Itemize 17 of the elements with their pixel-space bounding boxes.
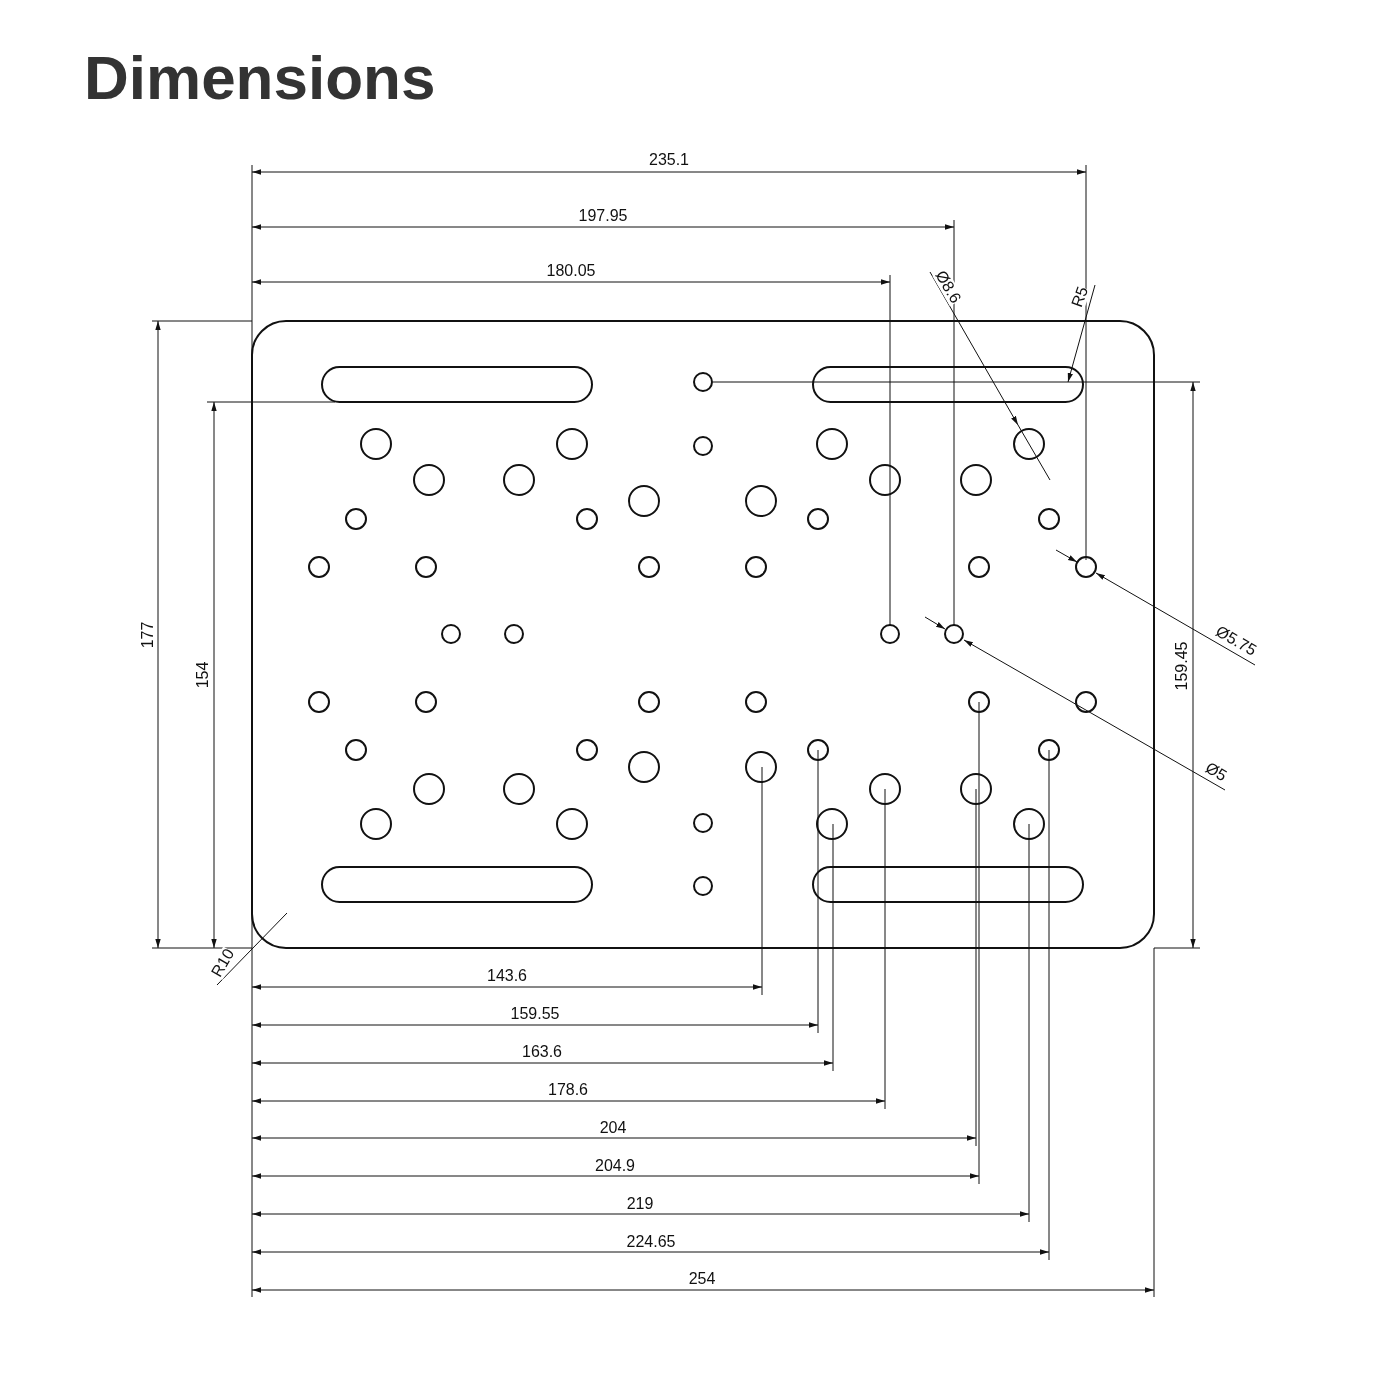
dimension-label: 180.05 — [546, 263, 596, 279]
dimension-label: 219 — [626, 1196, 654, 1212]
dimension-label: 143.6 — [487, 968, 527, 984]
dimension-label: 178.6 — [548, 1082, 588, 1098]
dimension-label: 235.1 — [649, 152, 689, 168]
dimension-label: 154 — [195, 661, 211, 689]
dimension-label: 159.55 — [510, 1006, 560, 1022]
title: Dimensions — [84, 44, 436, 113]
dimension-label: 204 — [599, 1120, 627, 1136]
dimension-label: 254 — [688, 1271, 716, 1287]
dimension-label: 204.9 — [595, 1158, 635, 1174]
dimension-label: R5 — [1069, 284, 1091, 310]
dimension-label: 224.65 — [626, 1234, 676, 1250]
dimension-label: 159.45 — [1174, 641, 1190, 691]
dimension-label: 177 — [140, 621, 156, 649]
dimension-label: 163.6 — [522, 1044, 562, 1060]
dimension-label: 197.95 — [578, 208, 628, 224]
